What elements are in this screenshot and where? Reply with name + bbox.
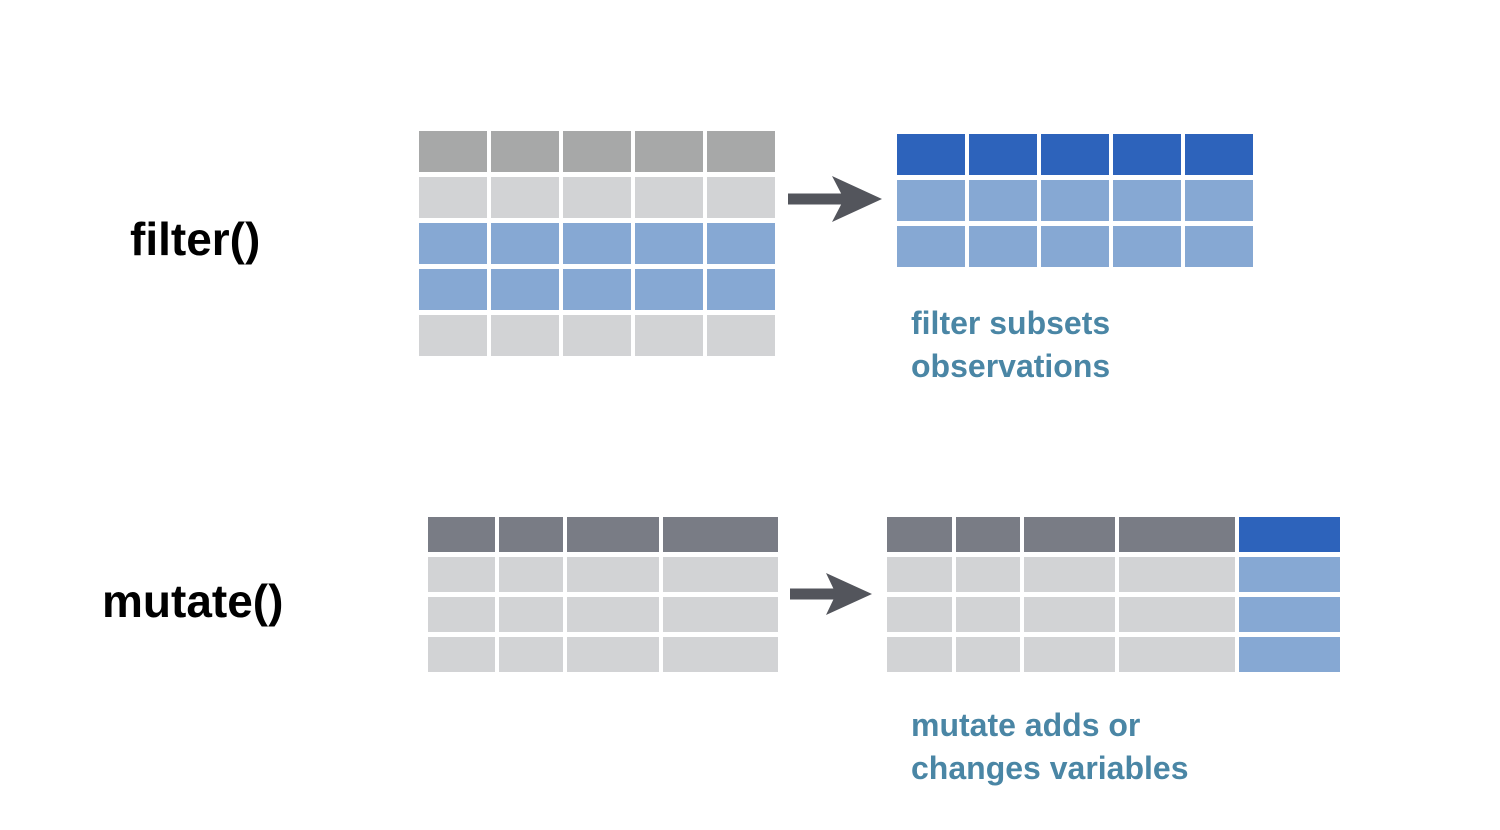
table-cell (1113, 180, 1181, 221)
table-header-cell (563, 131, 631, 172)
new-variable-cell (1239, 597, 1340, 632)
table-cell (1041, 180, 1109, 221)
table-cell (419, 269, 487, 310)
table-cell (635, 223, 703, 264)
new-variable-cell (1239, 637, 1340, 672)
table-cell (1113, 226, 1181, 267)
filter-output-table (897, 134, 1253, 269)
table-header-cell (969, 134, 1037, 175)
table-header-cell (428, 517, 495, 552)
table-cell (567, 597, 659, 632)
table-cell (563, 315, 631, 356)
table-cell (956, 597, 1020, 632)
table-cell (663, 557, 778, 592)
table-cell (956, 557, 1020, 592)
filter-function-label: filter() (130, 213, 261, 265)
table-header-cell (567, 517, 659, 552)
mutate-input-table (428, 517, 778, 672)
table-cell (887, 597, 952, 632)
table-cell (707, 177, 775, 218)
table-cell (887, 557, 952, 592)
table-header-cell (1185, 134, 1253, 175)
table-cell (897, 226, 965, 267)
table-cell (1024, 597, 1115, 632)
table-cell (969, 180, 1037, 221)
table-header-cell (491, 131, 559, 172)
table-cell (419, 223, 487, 264)
table-header-cell (1024, 517, 1115, 552)
table-cell (1119, 597, 1235, 632)
table-cell (707, 223, 775, 264)
table-cell (491, 269, 559, 310)
table-cell (499, 637, 563, 672)
table-cell (1119, 637, 1235, 672)
table-cell (635, 177, 703, 218)
table-cell (563, 269, 631, 310)
table-cell (1024, 557, 1115, 592)
table-header-cell (1113, 134, 1181, 175)
table-cell (635, 269, 703, 310)
table-cell (419, 315, 487, 356)
mutate-caption: mutate adds or changes variables (911, 704, 1188, 790)
table-cell (491, 177, 559, 218)
table-cell (897, 180, 965, 221)
mutate-function-label: mutate() (102, 575, 284, 627)
table-cell (499, 557, 563, 592)
table-cell (887, 637, 952, 672)
table-cell (1185, 180, 1253, 221)
mutate-caption-line-1: mutate adds or (911, 707, 1141, 743)
table-cell (563, 177, 631, 218)
table-cell (491, 223, 559, 264)
table-cell (1119, 557, 1235, 592)
filter-caption: filter subsets observations (911, 302, 1110, 388)
new-variable-cell (1239, 557, 1340, 592)
table-cell (635, 315, 703, 356)
new-variable-cell (1239, 517, 1340, 552)
table-cell (428, 557, 495, 592)
table-cell (707, 315, 775, 356)
table-cell (969, 226, 1037, 267)
mutate-arrow-icon (790, 573, 872, 615)
table-cell (419, 177, 487, 218)
table-header-cell (707, 131, 775, 172)
table-header-cell (635, 131, 703, 172)
mutate-output-table (887, 517, 1340, 672)
mutate-caption-line-2: changes variables (911, 750, 1189, 786)
table-header-cell (499, 517, 563, 552)
table-cell (956, 637, 1020, 672)
table-cell (707, 269, 775, 310)
table-header-cell (663, 517, 778, 552)
filter-caption-line-1: filter subsets (911, 305, 1111, 341)
table-header-cell (897, 134, 965, 175)
table-cell (1185, 226, 1253, 267)
table-cell (663, 597, 778, 632)
table-header-cell (1041, 134, 1109, 175)
table-cell (1041, 226, 1109, 267)
table-header-cell (956, 517, 1020, 552)
table-cell (428, 637, 495, 672)
table-cell (499, 597, 563, 632)
table-cell (428, 597, 495, 632)
filter-input-table (419, 131, 775, 356)
table-cell (567, 637, 659, 672)
table-cell (663, 637, 778, 672)
table-cell (491, 315, 559, 356)
filter-caption-line-2: observations (911, 348, 1111, 384)
table-header-cell (887, 517, 952, 552)
filter-arrow-icon (788, 176, 882, 222)
table-header-cell (1119, 517, 1235, 552)
table-cell (567, 557, 659, 592)
table-cell (563, 223, 631, 264)
table-cell (1024, 637, 1115, 672)
table-header-cell (419, 131, 487, 172)
